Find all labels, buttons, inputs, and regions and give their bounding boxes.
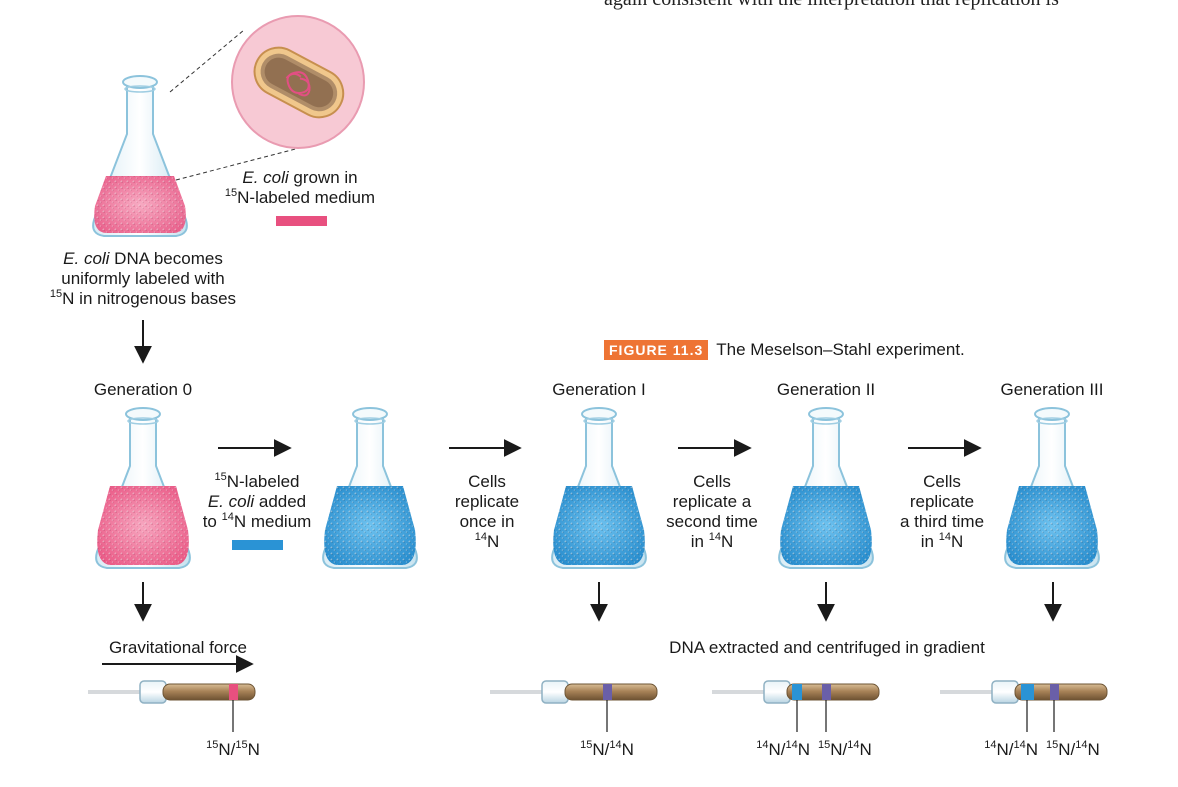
gravitational-force-label: Gravitational force	[109, 638, 247, 657]
band-label-gen2-light: 14N/14N	[756, 739, 810, 760]
step3-label: Cells replicate a third time in 14N	[899, 472, 985, 551]
flask-transfer-blue	[322, 407, 418, 569]
flask-gen0-pink	[95, 407, 191, 569]
ecoli-inset	[169, 15, 365, 181]
band-label-gen2-hybrid: 15N/14N	[818, 739, 872, 760]
generation-3-label: Generation III	[1000, 380, 1104, 399]
figure-caption: FIGURE 11.3 The Meselson–Stahl experimen…	[604, 340, 965, 360]
light-medium-swatch	[232, 540, 283, 550]
flask-gen1-blue	[551, 407, 647, 569]
figure-title: The Meselson–Stahl experiment.	[716, 340, 965, 359]
band-label-gen3-light: 14N/14N	[984, 739, 1038, 760]
flask-gen3-blue	[1004, 407, 1100, 569]
figure-badge: FIGURE 11.3	[604, 340, 709, 360]
step2-label: Cells replicate a second time in 14N	[666, 472, 758, 551]
step-add-label: 15N-labeled E. coli added to 14N medium	[202, 471, 312, 532]
left-note: E. coli DNA becomes uniformly labeled wi…	[49, 249, 237, 308]
step1-label: Cells replicate once in 14N	[454, 472, 520, 551]
tube-gen0	[88, 680, 256, 732]
tube-gen1	[490, 680, 658, 732]
heavy-medium-swatch	[276, 216, 327, 226]
band-label-gen0: 15N/15N	[206, 739, 260, 760]
generation-0-label: Generation 0	[93, 380, 193, 399]
dna-extracted-label: DNA extracted and centrifuged in gradien…	[669, 638, 985, 657]
tube-gen2	[712, 680, 880, 732]
flask-top-pink	[92, 75, 188, 237]
generation-2-label: Generation II	[776, 380, 876, 399]
band-label-gen3-hybrid: 15N/14N	[1046, 739, 1100, 760]
inset-label: E. coli grown in 15N-labeled medium	[224, 168, 376, 207]
generation-1-label: Generation I	[552, 380, 646, 399]
band-label-gen1: 15N/14N	[580, 739, 634, 760]
flask-gen2-blue	[778, 407, 874, 569]
tube-gen3	[940, 680, 1108, 732]
top-cutoff-text: again consistent with the interpretation…	[604, 0, 1059, 11]
